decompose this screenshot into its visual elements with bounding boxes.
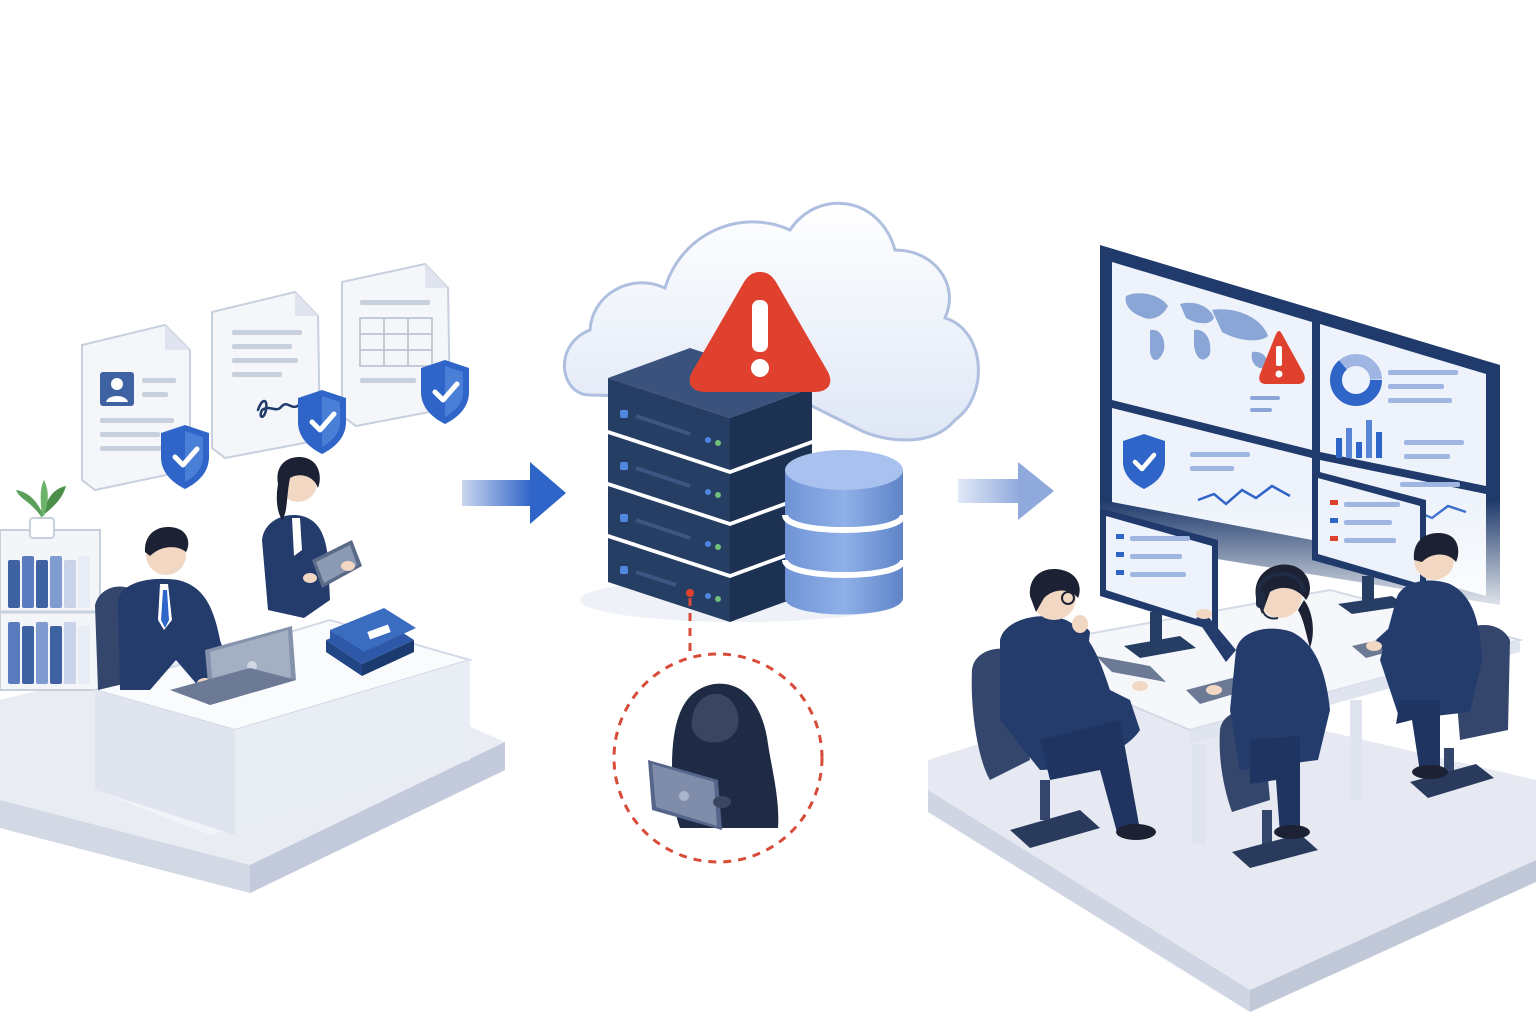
potted-plant-icon	[16, 480, 66, 539]
warning-icon	[689, 272, 831, 392]
seated-employee	[118, 527, 232, 690]
document-signature	[211, 290, 322, 460]
bar-chart-icon	[1336, 420, 1382, 458]
tablet-icon	[312, 540, 362, 588]
signature-icon	[256, 399, 302, 418]
spreadsheet-icon	[359, 317, 433, 367]
breach-point	[686, 589, 694, 597]
world-map-icon	[1125, 293, 1268, 369]
keyboard	[1096, 656, 1166, 682]
laptop-icon	[170, 626, 296, 705]
threat-connection	[612, 598, 824, 864]
shield-check-icon	[1123, 434, 1165, 489]
desk-monitor	[1100, 508, 1218, 658]
database-icon	[782, 450, 906, 615]
shield-check-icon	[421, 360, 469, 424]
warning-icon	[1259, 331, 1305, 384]
office-scene	[0, 262, 505, 893]
flow-arrow-office-to-servers	[462, 462, 566, 524]
shield-check-icon	[161, 425, 209, 489]
book-stack	[326, 608, 416, 676]
infrastructure-scene	[563, 201, 980, 864]
analyst-glasses	[971, 569, 1156, 848]
standing-employee	[262, 457, 362, 618]
desk-monitor	[1312, 470, 1426, 614]
laptop-icon	[648, 760, 722, 830]
analytics-panel	[1320, 324, 1486, 486]
line-chart-icon	[1197, 484, 1291, 506]
hacker-icon	[648, 683, 779, 830]
shield-check-icon	[298, 390, 346, 454]
world-map-panel	[1112, 262, 1312, 450]
server-unit	[608, 378, 812, 470]
analyst-headset	[1196, 564, 1330, 868]
flow-arrow-servers-to-soc	[958, 462, 1054, 520]
analyst-right	[1366, 533, 1510, 798]
bookshelf	[0, 529, 101, 691]
donut-chart-icon	[1330, 354, 1382, 406]
security-operations-center-scene	[928, 245, 1536, 1012]
headset-icon	[1256, 572, 1306, 620]
